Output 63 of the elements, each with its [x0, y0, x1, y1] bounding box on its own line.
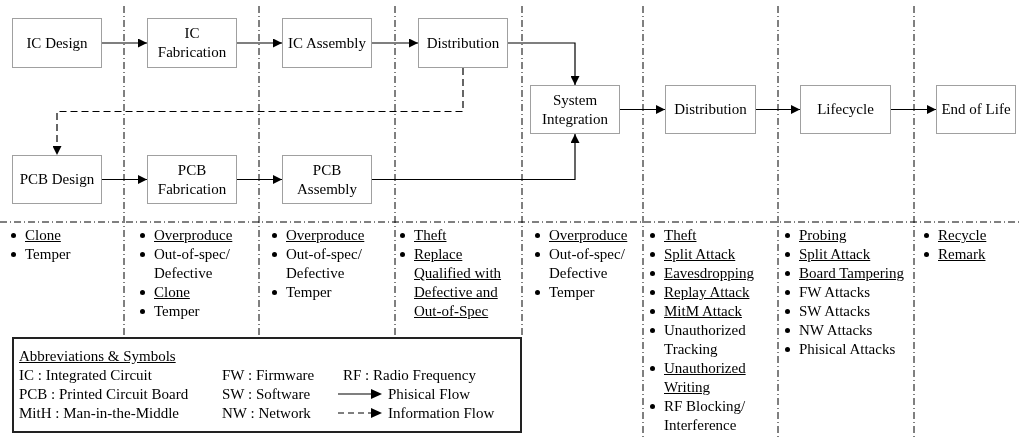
process-box: PCB Design	[12, 155, 102, 204]
flow-arrow	[236, 38, 283, 48]
threat-item: Replace Qualified with Defective and Out-of-Spec	[397, 245, 515, 321]
process-box: PCB Assembly	[282, 155, 372, 204]
threat-item: Probing	[782, 226, 916, 245]
threat-item: SW Attacks	[782, 302, 916, 321]
threat-item: Recycle	[921, 226, 1011, 245]
threat-item: NW Attacks	[782, 321, 916, 340]
threat-item: Overproduce	[137, 226, 249, 245]
threat-item: Remark	[921, 245, 1011, 264]
threat-item: Split Attack	[647, 245, 769, 264]
abbreviation-text: MitH : Man-in-the-Middle	[19, 404, 179, 422]
threat-item: Out-of-spec/ Defective	[269, 245, 381, 283]
process-box: End of Life	[936, 85, 1016, 134]
threat-item: Temper	[137, 302, 249, 321]
legend-text: Phisical Flow	[388, 385, 471, 403]
threat-item: Replay Attack	[647, 283, 769, 302]
flow-arrow	[101, 175, 148, 184]
flow-arrow	[755, 105, 801, 114]
flow-arrow	[507, 42, 580, 86]
threat-item: Overproduce	[532, 226, 640, 245]
flow-arrow	[890, 105, 937, 114]
threat-item: Out-of-spec/ Defective	[137, 245, 249, 283]
threat-item: Temper	[532, 283, 640, 302]
process-box: System Integration	[530, 85, 620, 134]
threat-item: FW Attacks	[782, 283, 916, 302]
threat-item: Clone	[137, 283, 249, 302]
process-box: IC Assembly	[282, 18, 372, 68]
threat-item: Out-of-spec/ Defective	[532, 245, 640, 283]
flow-arrow	[371, 133, 580, 181]
flow-arrow	[371, 38, 419, 48]
process-box: IC Design	[12, 18, 102, 68]
threat-item: Overproduce	[269, 226, 381, 245]
threat-item: Temper	[8, 245, 108, 264]
threat-item: Theft	[397, 226, 515, 245]
threat-item: RF Blocking/ Interference	[647, 397, 769, 435]
threat-item: Temper	[269, 283, 381, 302]
threat-item: Unauthorized Writing	[647, 359, 769, 397]
abbreviation-text: FW : Firmware	[222, 366, 315, 384]
flow-arrow	[101, 38, 148, 48]
process-box: PCB Fabrication	[147, 155, 237, 204]
process-box: IC Fabrication	[147, 18, 237, 68]
abbreviation-text: NW : Network	[222, 404, 311, 422]
flow-arrow	[236, 175, 283, 184]
abbreviation-text: RF : Radio Frequency	[343, 366, 476, 384]
threat-item: Phisical Attacks	[782, 340, 916, 359]
process-box: Lifecycle	[800, 85, 891, 134]
threat-item: Split Attack	[782, 245, 916, 264]
threat-item: Theft	[647, 226, 769, 245]
abbreviation-text: PCB : Printed Circuit Board	[19, 385, 189, 403]
threat-item: Unauthorized Tracking	[647, 321, 769, 359]
threat-item: Clone	[8, 226, 108, 245]
threat-item: MitM Attack	[647, 302, 769, 321]
threat-item: Eavesdropping	[647, 264, 769, 283]
legend-heading: Abbreviations & Symbols	[19, 347, 176, 365]
flow-arrow	[52, 67, 464, 156]
process-box: Distribution	[418, 18, 508, 68]
abbreviation-text: IC : Integrated Circuit	[19, 366, 152, 384]
threat-item: Board Tampering	[782, 264, 916, 283]
process-box: Distribution	[665, 85, 756, 134]
flow-arrow	[619, 105, 666, 114]
legend-text: Information Flow	[388, 404, 495, 422]
abbreviation-text: SW : Software	[222, 385, 311, 403]
